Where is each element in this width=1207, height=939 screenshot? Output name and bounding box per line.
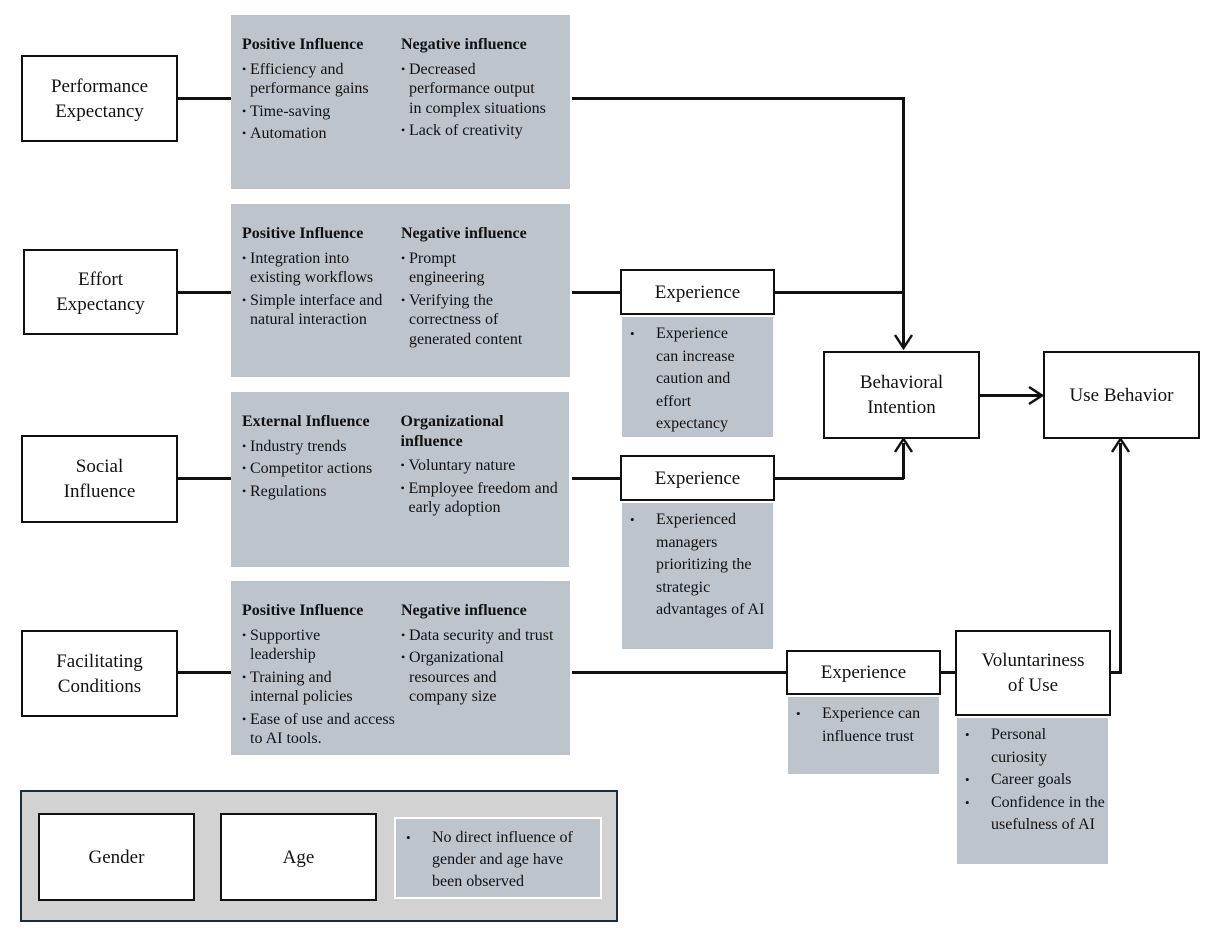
experience-effort-note: Experience can increase caution and effo… <box>622 317 773 437</box>
positive-influence-column: Positive Influence Efficiency and perfor… <box>242 35 401 189</box>
list-item: Training and internal policies <box>242 668 380 707</box>
performance-influence-panel: Positive Influence Efficiency and perfor… <box>231 15 570 189</box>
column-heading: Positive Influence <box>242 225 364 242</box>
list-item: Efficiency and performance gains <box>242 60 401 99</box>
list-item: Organizational resources and company siz… <box>401 648 534 707</box>
connector-voluntariness-to-ub-h <box>1109 671 1122 674</box>
arrowhead-bi-bottom <box>893 436 914 453</box>
use-behavior-label: Use Behavior <box>1069 384 1174 406</box>
note-item: Experience can increase caution and effo… <box>630 323 751 436</box>
organizational-influence-column: Organizational influence Voluntary natur… <box>401 412 560 567</box>
gender-box: Gender <box>38 813 195 901</box>
note-item: Personal curiosity <box>965 724 1081 769</box>
behavioral-intention-label: Behavioral Intention <box>859 372 944 418</box>
effort-expectancy-box: Effort Expectancy <box>23 249 178 335</box>
list-item: Ease of use and access to AI tools. <box>242 710 395 749</box>
positive-influence-column: Positive Influence Supportive leadership… <box>242 601 401 755</box>
list-item: Automation <box>242 124 401 144</box>
facilitating-influence-panel: Positive Influence Supportive leadership… <box>231 581 570 755</box>
performance-expectancy-box: Performance Expectancy <box>21 55 178 142</box>
performance-expectancy-label: Performance Expectancy <box>50 75 149 122</box>
facilitating-conditions-label: Facilitating Conditions <box>56 650 143 697</box>
note-item: Experience can influence trust <box>796 703 932 748</box>
list-item: Lack of creativity <box>401 121 560 141</box>
social-influence-panel: External Influence Industry trends Compe… <box>231 392 569 567</box>
connector-social-to-panel <box>178 477 231 480</box>
list-item: Prompt engineering <box>401 249 509 288</box>
connector-facilitating-panel-to-experience <box>572 671 787 674</box>
social-influence-label: Social Influence <box>63 456 136 502</box>
connector-performance-vertical <box>902 97 905 347</box>
column-heading: External Influence <box>242 413 370 430</box>
list-item: Decreased performance output in complex … <box>401 60 549 119</box>
negative-influence-column: Negative influence Data security and tru… <box>401 601 560 755</box>
experience-label: Experience <box>654 281 741 303</box>
connector-facilitating-to-panel <box>178 671 231 674</box>
connector-effort-to-panel <box>178 291 231 294</box>
list-item: Data security and trust <box>401 626 554 646</box>
use-behavior-box: Use Behavior <box>1043 351 1200 439</box>
list-item: Supportive leadership <box>242 626 350 665</box>
connector-experience-to-bi-top <box>774 291 904 294</box>
behavioral-intention-box: Behavioral Intention <box>823 351 980 439</box>
connector-bi-to-ub <box>978 394 1040 397</box>
experience-label: Experience <box>820 662 907 683</box>
effort-expectancy-label: Effort Expectancy <box>56 269 145 315</box>
experience-box-social: Experience <box>620 455 775 501</box>
note-item: Career goals <box>965 769 1098 792</box>
experience-label: Experience <box>654 467 741 489</box>
demographics-note: No direct influence of gender and age ha… <box>394 817 602 899</box>
age-label: Age <box>282 846 315 868</box>
list-item: Regulations <box>242 482 401 502</box>
connector-experience-to-bi-bottom <box>774 477 904 480</box>
social-influence-box: Social Influence <box>21 435 178 523</box>
list-item: Time-saving <box>242 102 401 122</box>
list-item: Competitor actions <box>242 459 401 479</box>
list-item: Verifying the correctness of generated c… <box>401 291 554 350</box>
connector-bi-bottom-vertical <box>902 443 905 479</box>
connector-social-panel-to-experience <box>572 477 620 480</box>
arrowhead-ub-left <box>1028 385 1045 406</box>
arrowhead-ub-bottom <box>1110 436 1131 453</box>
facilitating-conditions-box: Facilitating Conditions <box>21 630 178 717</box>
age-box: Age <box>220 813 377 901</box>
column-heading: Negative influence <box>401 36 527 53</box>
list-item: Industry trends <box>242 437 401 457</box>
effort-influence-panel: Positive Influence Integration into exis… <box>231 204 570 377</box>
voluntariness-of-use-box: Voluntariness of Use <box>955 630 1111 716</box>
external-influence-column: External Influence Industry trends Compe… <box>242 412 401 567</box>
experience-box-facilitating: Experience <box>786 650 941 695</box>
note-item: Confidence in the usefulness of AI <box>965 792 1106 837</box>
connector-effort-panel-to-experience <box>572 291 620 294</box>
negative-influence-column: Negative influence Decreased performance… <box>401 35 560 189</box>
column-heading: Negative influence <box>401 602 527 619</box>
list-item: Simple interface and natural interaction <box>242 291 385 330</box>
experience-box-effort: Experience <box>620 269 775 315</box>
experience-facilitating-note: Experience can influence trust <box>788 697 939 774</box>
connector-experience-to-voluntariness <box>940 671 957 674</box>
negative-influence-column: Negative influence Prompt engineering Ve… <box>401 224 560 377</box>
voluntariness-label: Voluntariness of Use <box>981 650 1085 696</box>
positive-influence-column: Positive Influence Integration into exis… <box>242 224 401 377</box>
gender-label: Gender <box>88 846 145 868</box>
arrowhead-bi-top <box>893 334 914 351</box>
column-heading: Positive Influence <box>242 36 364 53</box>
column-heading: Negative influence <box>401 225 527 242</box>
list-item: Employee freedom and early adoption <box>401 479 559 518</box>
connector-performance-panel-to-bi <box>572 97 905 100</box>
voluntariness-notes: Personal curiosity Career goals Confiden… <box>957 718 1108 864</box>
column-heading: Positive Influence <box>242 602 364 619</box>
list-item: Voluntary nature <box>401 456 560 476</box>
note-item: No direct influence of gender and age ha… <box>406 827 582 893</box>
connector-voluntariness-to-ub-v <box>1119 443 1122 673</box>
experience-social-note: Experienced managers prioritizing the st… <box>622 503 773 649</box>
column-heading: Organizational influence <box>400 413 504 450</box>
note-item: Experienced managers prioritizing the st… <box>630 509 766 622</box>
list-item: Integration into existing workflows <box>242 249 401 288</box>
connector-performance-to-panel <box>178 97 231 100</box>
